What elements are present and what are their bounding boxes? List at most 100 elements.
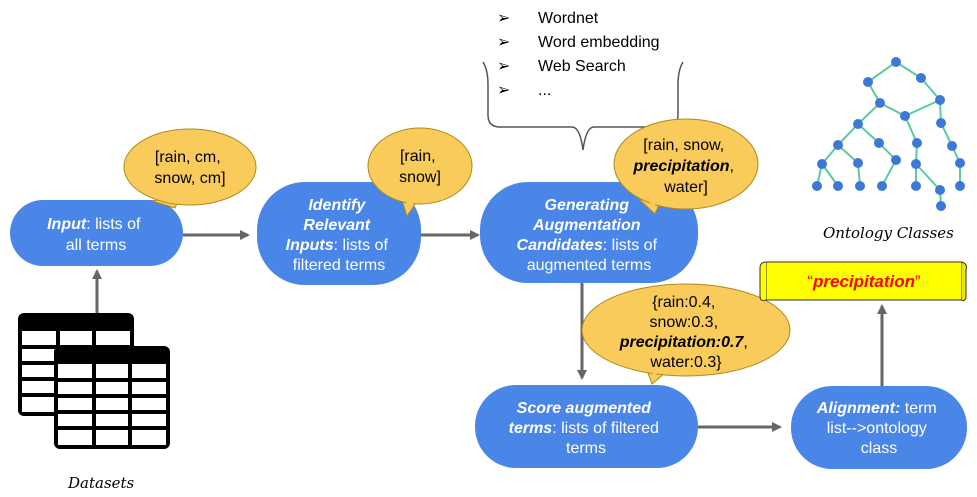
bubble-identify-shape	[367, 127, 473, 205]
node-identify-keyword: Inputs	[286, 237, 334, 254]
node-input: Input: lists of all terms	[10, 200, 183, 266]
node-identify-line1: Identify	[308, 197, 366, 214]
methods-bracket	[482, 61, 684, 151]
node-alignment-shape	[791, 386, 967, 469]
node-alignment-line2: list-->ontology	[827, 420, 927, 437]
node-alignment-keyword: Alignment:	[816, 400, 901, 417]
node-input-line2: all terms	[66, 237, 126, 254]
svg-text:“precipitation”: “precipitation”	[807, 272, 921, 291]
tree-node	[955, 181, 965, 191]
bubble-input-line2: snow, cm]	[154, 170, 225, 187]
tree-edge	[867, 61, 897, 83]
svg-text:Alignment: term list-->o: Alignment: term list-->ontology class	[816, 400, 941, 457]
bubble-score-keyword: precipitation:0.7	[619, 334, 745, 351]
node-generating-shape	[480, 182, 698, 283]
node-score-line1: Score augmented	[517, 400, 652, 417]
methods-item: Web Search	[538, 58, 626, 75]
tree-node	[855, 181, 865, 191]
tree-node	[817, 159, 827, 169]
methods-bullet: ➢	[497, 34, 510, 51]
svg-text:[rain, cm, snow, cm]: [rain, cm, snow, cm]	[154, 149, 225, 187]
output-term: precipitation	[812, 272, 915, 291]
node-alignment-text: term	[900, 400, 936, 417]
node-score-text: : lists of filtered	[552, 420, 659, 437]
flow-arrows	[92, 230, 887, 432]
node-identify-line2: Relevant	[303, 217, 370, 234]
node-score-keyword: terms	[509, 420, 553, 437]
ontology-tree-icon	[812, 57, 965, 211]
bubble-score: {rain:0.4, snow:0.3, precipitation:0.7, …	[581, 283, 791, 385]
tree-node	[900, 111, 910, 121]
tree-node	[912, 138, 922, 148]
bubble-identify-line2: snow]	[399, 169, 441, 186]
bubble-generating-line3: water]	[663, 179, 708, 196]
node-identify: Identify Relevant Inputs: lists of filte…	[257, 182, 421, 285]
tree-node	[874, 138, 884, 148]
tree-node	[935, 95, 945, 105]
tree-node	[853, 119, 863, 129]
tree-node	[955, 158, 965, 168]
table-front	[54, 346, 170, 449]
tree-node	[853, 158, 863, 168]
svg-text:Generating Augmentation: Generating Augmentation Candidates: list…	[517, 197, 662, 274]
bubble-identify: [rain, snow]	[367, 127, 473, 218]
ontology-classes-label: Ontology Classes	[823, 224, 954, 242]
methods-item: Wordnet	[538, 10, 599, 27]
methods-item: ...	[538, 82, 551, 99]
node-generating: Generating Augmentation Candidates: list…	[480, 182, 698, 283]
node-identify-shape	[257, 182, 421, 285]
node-input-shape	[10, 200, 183, 266]
methods-bullet: ➢	[497, 10, 510, 27]
methods-list: ➢ Wordnet ➢ Word embedding ➢ Web Search …	[497, 10, 660, 99]
tree-node	[936, 201, 946, 211]
node-score-line3: terms	[566, 440, 606, 457]
tree-node	[916, 73, 926, 83]
bubble-generating-shape	[613, 118, 759, 210]
bubble-score-shape	[581, 283, 791, 377]
node-generating-keyword: Candidates	[517, 237, 603, 254]
methods-bullet: ➢	[497, 82, 510, 99]
node-alignment-line3: class	[861, 440, 897, 457]
bubble-identify-line1: [rain,	[400, 148, 436, 165]
tree-node	[947, 141, 957, 151]
datasets-table-icon	[18, 313, 170, 449]
bubble-score-line1: {rain:0.4,	[652, 294, 715, 311]
tree-node	[863, 77, 873, 87]
tree-node	[911, 159, 921, 169]
bubble-generating-line1: [rain, snow,	[643, 137, 724, 154]
node-generating-line4: augmented terms	[527, 257, 652, 274]
svg-text:Identify Relevant: Identify Relevant Inputs: lists of filte…	[286, 197, 393, 274]
tree-node	[936, 118, 946, 128]
tree-node	[891, 155, 901, 165]
bubble-generating: [rain, snow, precipitation, water]	[613, 118, 759, 215]
methods-bullet: ➢	[497, 58, 510, 75]
tree-node	[833, 181, 843, 191]
svg-text:[rain, snow, precipitati: [rain, snow, precipitation, water]	[633, 137, 739, 196]
node-identify-text: : lists of	[334, 237, 389, 254]
node-generating-line2: Augmentation	[532, 217, 641, 234]
node-generating-text: : lists of	[603, 237, 658, 254]
output-open-quote: “	[807, 272, 813, 291]
tree-node	[833, 140, 843, 150]
bubble-input-line1: [rain, cm,	[155, 149, 221, 166]
node-input-text: : lists of	[86, 216, 141, 233]
tree-node	[877, 181, 887, 191]
bubble-input: [rain, cm, snow, cm]	[123, 128, 257, 209]
svg-text:{rain:0.4, snow:0.3,: {rain:0.4, snow:0.3, precipitation:0.7, …	[619, 294, 752, 371]
tree-edge	[857, 102, 881, 125]
tree-edge	[915, 163, 941, 191]
node-identify-line4: filtered terms	[293, 257, 385, 274]
node-generating-line1: Generating	[545, 197, 630, 214]
output-close-quote: ”	[915, 272, 921, 291]
svg-text:[rain, snow]: [rain, snow]	[399, 148, 441, 186]
tree-node	[935, 185, 945, 195]
tree-node	[812, 181, 822, 191]
bubble-generating-text: ,	[730, 158, 734, 175]
svg-text:Score augmented terms: l: Score augmented terms: lists of filtered…	[509, 400, 664, 457]
bubble-score-line2: snow:0.3,	[650, 314, 718, 331]
tree-node	[911, 181, 921, 191]
tree-edge	[904, 99, 941, 117]
output-scroll: “precipitation”	[759, 261, 967, 302]
methods-item: Word embedding	[538, 34, 660, 51]
